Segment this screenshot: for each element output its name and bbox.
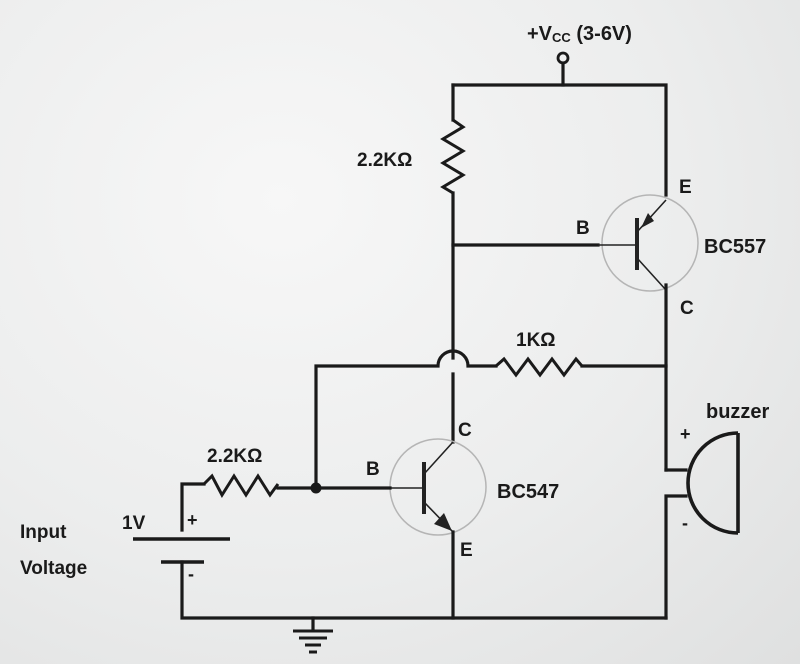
- r-mid-label: 1KΩ: [516, 330, 556, 351]
- ground-rail-wire: [180, 560, 668, 620]
- vcc-label: +VCC (3-6V): [527, 23, 632, 45]
- resistor-r-mid: [495, 356, 584, 378]
- battery-plus-sign: +: [187, 510, 198, 530]
- q1-base-label: B: [576, 218, 590, 239]
- ground-icon: [293, 616, 333, 654]
- q1-collector-label: C: [680, 298, 694, 319]
- input-voltage-value: 1V: [122, 513, 146, 534]
- battery-minus-sign: -: [188, 564, 194, 584]
- input-label-line1: Input: [20, 522, 67, 543]
- vcc-terminal: [556, 51, 570, 87]
- input-label-line2: Voltage: [20, 558, 87, 579]
- q1-part-label: BC557: [704, 236, 766, 258]
- resistor-r-base: [202, 473, 280, 498]
- buzzer-plus-sign: +: [680, 424, 691, 444]
- buzzer-icon: [664, 431, 740, 620]
- buzzer-label: buzzer: [706, 401, 770, 423]
- battery-symbol: [133, 537, 230, 564]
- transistor-bc547: [389, 438, 487, 536]
- q1-body-circle: [601, 194, 699, 292]
- crossover-wire: [314, 349, 498, 492]
- buzzer-minus-sign: -: [682, 513, 688, 533]
- vcc-rail-wire: [451, 83, 668, 197]
- q1-emitter-arrow: [641, 213, 654, 228]
- q2-emitter-arrow: [434, 513, 452, 531]
- resistor-r-top: [440, 118, 466, 195]
- q2-part-label: BC547: [497, 481, 559, 503]
- r-top-label: 2.2KΩ: [357, 150, 412, 171]
- q2-emitter-label: E: [460, 540, 473, 561]
- q2-collector-label: C: [458, 420, 472, 441]
- r-base-label: 2.2KΩ: [207, 446, 262, 467]
- q1-emitter-label: E: [679, 177, 692, 198]
- input-plus-wire: [180, 482, 206, 532]
- transistor-bc557: [598, 194, 699, 292]
- q2-base-label: B: [366, 459, 380, 480]
- junction-dot: [310, 482, 322, 494]
